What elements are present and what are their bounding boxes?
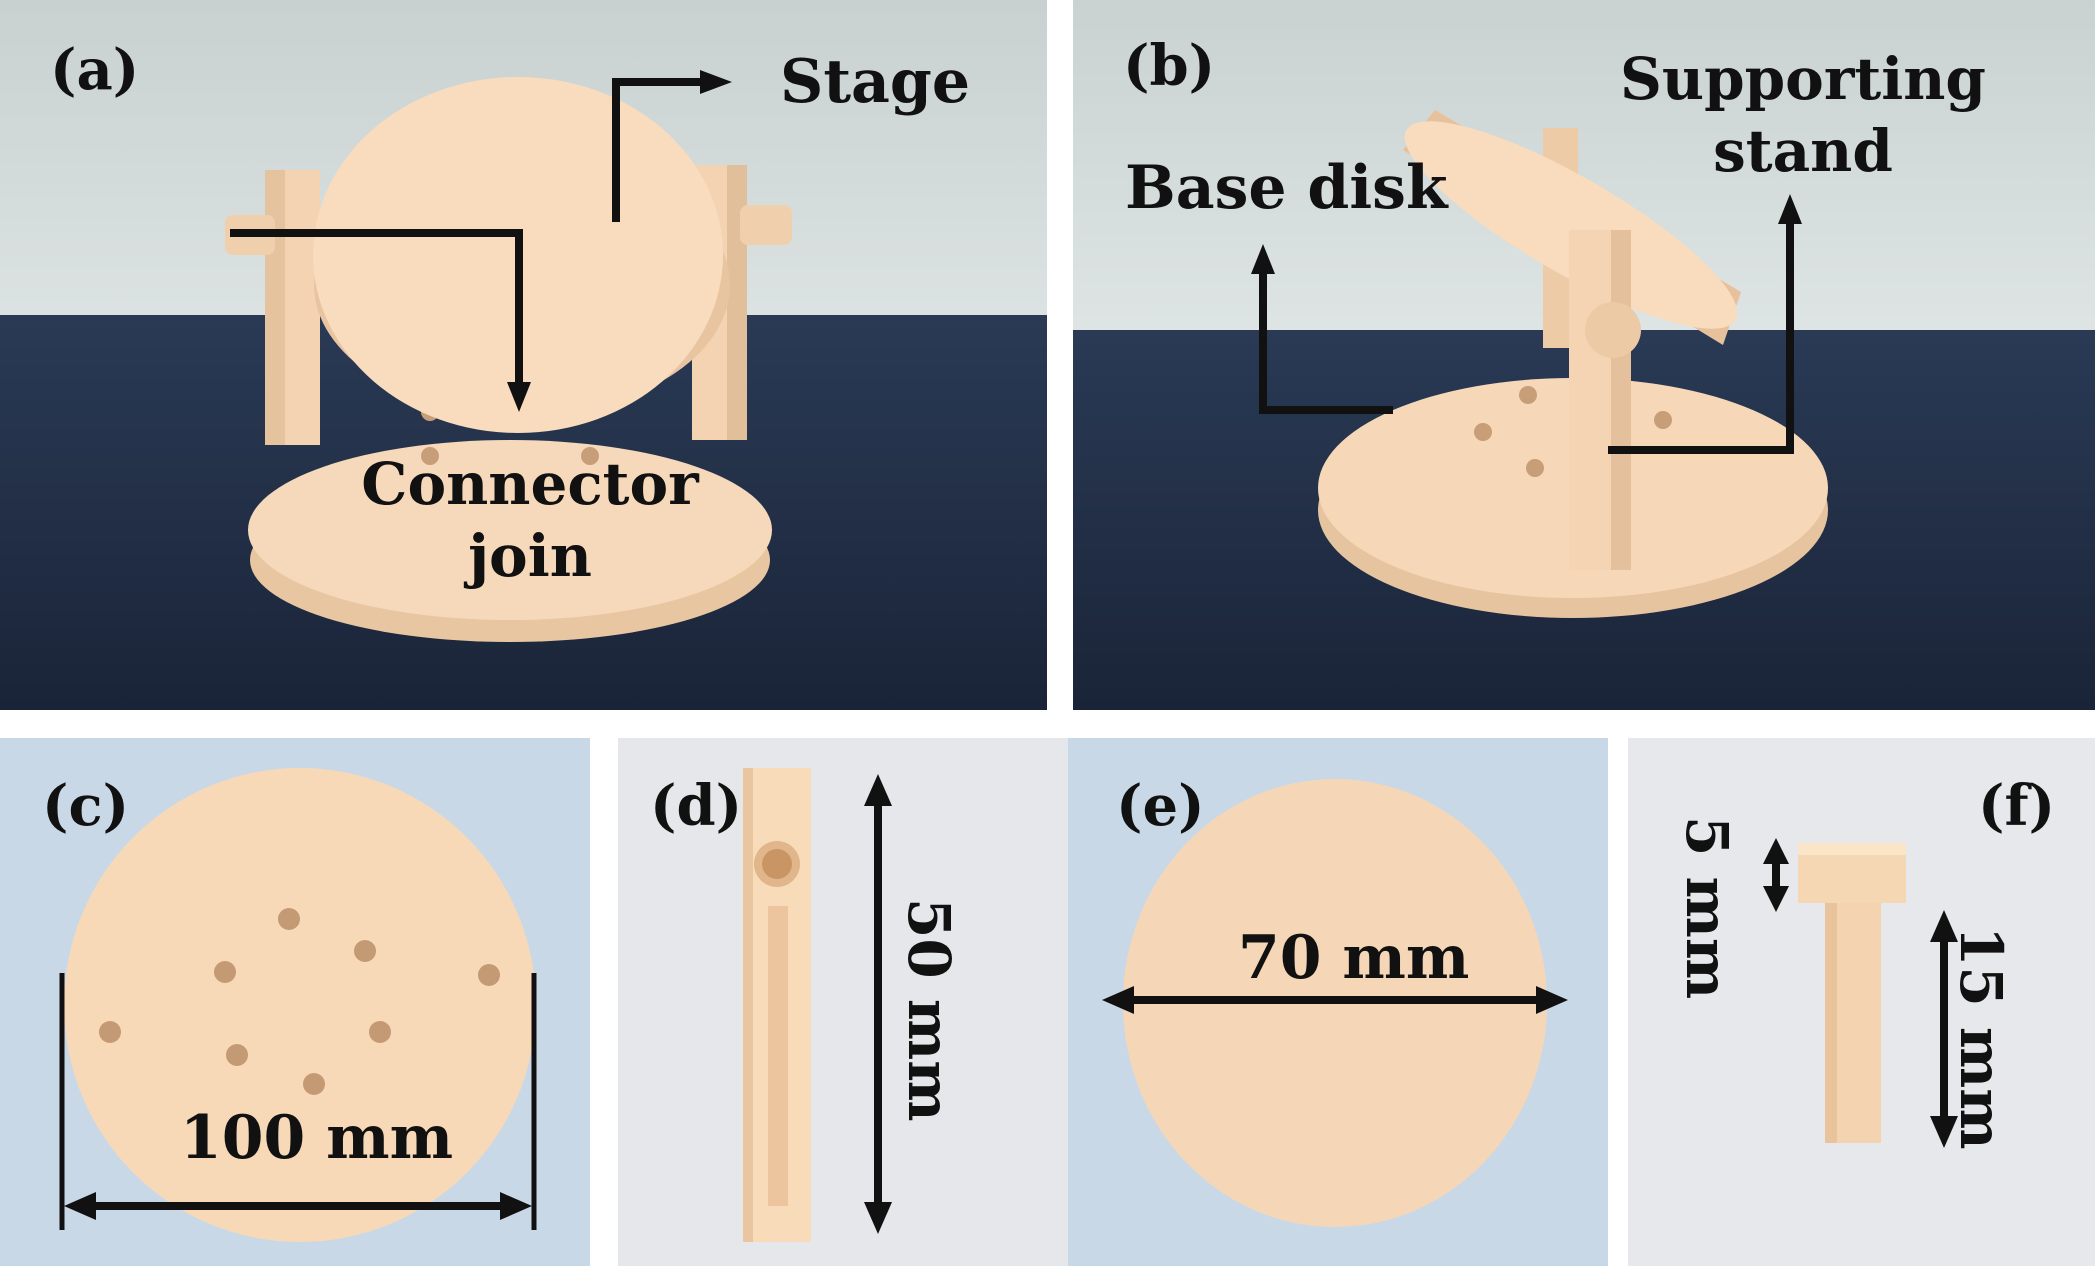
annotation-stage: Stage	[780, 47, 971, 117]
panel-e: (e) 70 mm	[1068, 738, 1608, 1266]
dimension-arrow-d	[864, 774, 892, 1234]
base-arrow-head	[1251, 244, 1275, 274]
annotation-connector-line1: Connector	[361, 450, 699, 518]
dimension-label-e: 70 mm	[1238, 923, 1470, 993]
base-pointer-arrow	[1259, 272, 1393, 414]
annotation-connector-join: Connector join	[345, 455, 715, 585]
photo-connector-pin	[1628, 738, 2095, 1266]
supporting-arrow-head	[1778, 194, 1802, 224]
annotation-connector-line2: join	[468, 522, 592, 590]
connector-arrow-head	[507, 382, 531, 412]
panel-c: (c) 100 mm	[0, 738, 590, 1266]
supporting-pointer-arrow	[1608, 220, 1794, 454]
panel-b: (b) Supporting stand Base disk	[1073, 0, 2095, 710]
annotation-supporting-line2: stand	[1713, 117, 1893, 185]
dimension-arrow-c	[59, 973, 537, 1230]
annotation-base-disk: Base disk	[1125, 153, 1448, 223]
dimension-arrows-f	[1763, 838, 1958, 1148]
panel-label-c: (c)	[42, 773, 130, 839]
photo-supporting-stand	[618, 738, 1068, 1266]
panel-a: (a) Stage Connector join	[0, 0, 1047, 710]
annotation-arrows-a	[230, 70, 732, 412]
dimension-label-c: 100 mm	[180, 1103, 454, 1173]
stage-pointer-arrow	[612, 78, 700, 222]
panel-label-a: (a)	[50, 37, 140, 103]
stage-arrow-head	[700, 70, 732, 94]
panel-label-d: (d)	[650, 773, 743, 839]
panel-f: (f) 5 mm 15 mm	[1628, 738, 2095, 1266]
annotation-supporting-stand: Supporting stand	[1613, 50, 1993, 180]
annotation-supporting-line1: Supporting	[1620, 45, 1986, 113]
dimension-arrow-e	[1102, 986, 1568, 1014]
panel-label-f: (f)	[1978, 773, 2056, 839]
panel-label-b: (b)	[1123, 33, 1216, 99]
panel-d: (d) 50 mm	[618, 738, 1068, 1266]
photo-base-disk-top	[0, 738, 590, 1266]
annotation-arrows-b	[1251, 194, 1802, 454]
panel-label-e: (e)	[1116, 773, 1205, 839]
photo-assembled-side	[1073, 0, 2095, 710]
connector-pointer-arrow	[230, 229, 523, 390]
